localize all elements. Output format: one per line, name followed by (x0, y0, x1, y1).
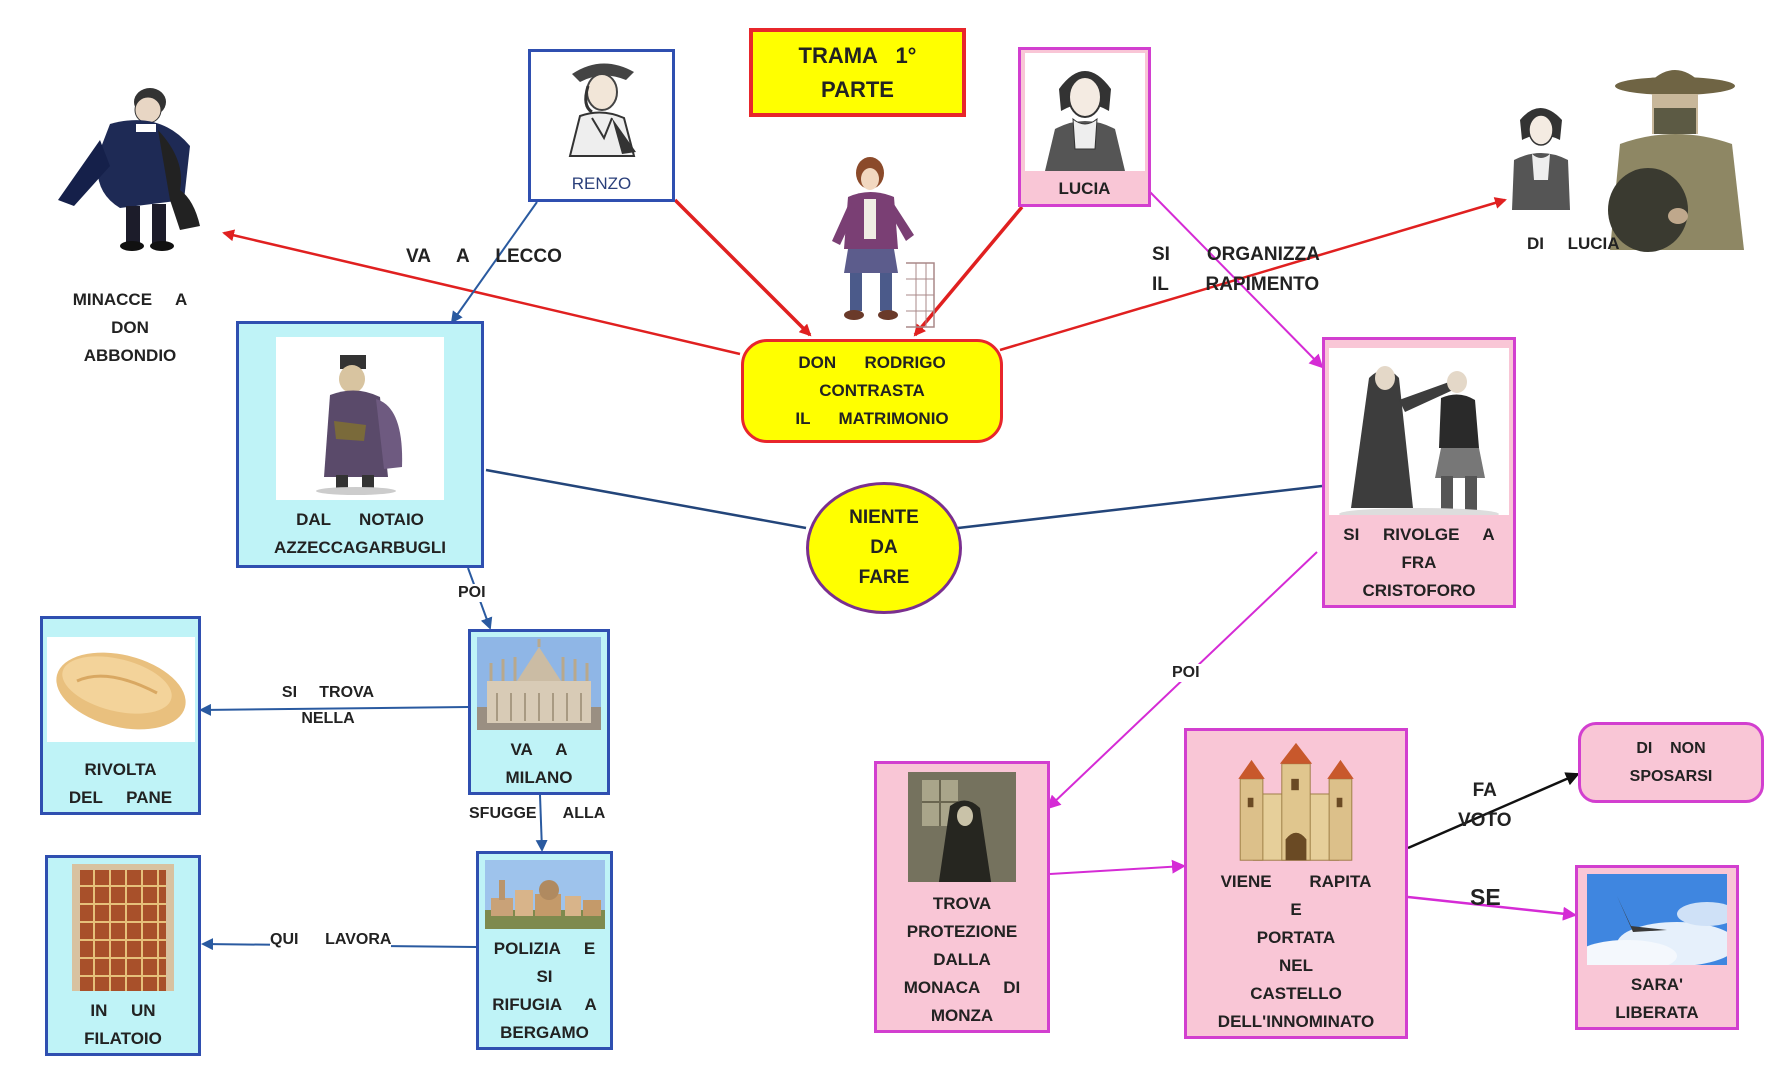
label-qui-lavora: QUI LAVORA (270, 931, 392, 949)
bergamo-picture (484, 860, 605, 929)
duomo-milano-icon (477, 639, 601, 730)
renzo-portrait-icon (568, 63, 636, 157)
pane-node: RIVOLTA DEL PANE (40, 616, 201, 815)
innominato-node: VIENE RAPITA E PORTATA NEL CASTELLO DELL… (1184, 728, 1408, 1039)
label-organizza-rapimento: SI ORGANIZZA IL RAPIMENTO (1152, 244, 1320, 295)
renzo-box: RENZO (528, 49, 675, 202)
line-notaio-to-hub (485, 468, 807, 530)
lucia-portrait-icon (1044, 71, 1125, 171)
label-sfugge-alla: SFUGGE ALLA (469, 805, 606, 822)
title-line1: TRAMA 1° (798, 42, 917, 68)
friar-and-noble-icon (1339, 366, 1499, 515)
don-abbondio-caption: MINACCE A DON ABBONDIO (72, 290, 188, 365)
arrow-lucia-to-center (913, 205, 1024, 337)
label-poi-left: POI (456, 584, 488, 602)
liberata-label: SARA' LIBERATA (1615, 975, 1699, 1022)
bergamo-node: POLIZIA E SI RIFUGIA A BERGAMO (476, 851, 613, 1050)
bird-in-sky-icon (1587, 874, 1727, 965)
label-si-trova-nella: SI TROVA NELLA (281, 684, 375, 727)
lawyer-figure-icon (316, 355, 403, 495)
pane-picture (46, 637, 195, 742)
non-sposarsi-label: DI NON SPOSARSI (1629, 739, 1713, 785)
innominato-label: VIENE RAPITA E PORTATA NEL CASTELLO DELL… (1217, 872, 1375, 1031)
niente-da-fare-label: NIENTE DA FARE (849, 507, 919, 588)
monaca-picture (908, 772, 1016, 882)
arrow-monaca-to-innominato (1049, 859, 1186, 875)
milano-picture (477, 637, 601, 730)
cristoforo-node: SI RIVOLGE A FRA CRISTOFORO (1322, 337, 1516, 608)
arrow-milano-to-pane (199, 703, 469, 716)
arrow-innominato-to-voto (1407, 772, 1580, 850)
filatoio-picture (72, 864, 174, 991)
bergamo-label: POLIZIA E SI RIFUGIA A BERGAMO (492, 939, 597, 1042)
label-va-a-lecco: VA A LECCO (406, 246, 562, 267)
castle-icon (1238, 742, 1354, 861)
liberata-node: SARA' LIBERATA (1575, 865, 1739, 1030)
don-abbondio-figure-icon (58, 88, 200, 251)
monaca-node: TROVA PROTEZIONE DALLA MONACA DI MONZA (874, 761, 1050, 1033)
renzo-label: RENZO (571, 174, 632, 193)
nun-figure-icon (908, 772, 1016, 882)
azzeccagarbugli-picture (276, 337, 444, 500)
spinning-mill-icon (80, 870, 166, 991)
monaca-label: TROVA PROTEZIONE DALLA MONACA DI MONZA (903, 894, 1021, 1025)
arrow-center-to-abbondio (222, 229, 741, 356)
bread-icon (55, 652, 186, 730)
liberata-picture (1587, 874, 1727, 965)
arrow-milano-to-bergamo (535, 794, 548, 852)
niente-da-fare-node: NIENTE DA FARE (806, 482, 962, 614)
cristoforo-picture (1329, 348, 1509, 515)
kidnap-caption: DI LUCIA (1527, 234, 1620, 253)
title-box: TRAMA 1° PARTE (749, 28, 966, 117)
lucia-box: LUCIA (1018, 47, 1151, 207)
label-poi-right: POI (1170, 664, 1202, 682)
don-rodrigo-label: DON RODRIGO CONTRASTA IL MATRIMONIO (795, 353, 949, 428)
milano-label: VA A MILANO (505, 740, 573, 787)
lucia-label: LUCIA (1058, 179, 1111, 198)
title-line2: PARTE (821, 76, 894, 102)
don-rodrigo-figure-icon (832, 157, 935, 328)
arrow-lucia-to-cristoforo (1149, 191, 1324, 369)
don-rodrigo-node: DON RODRIGO CONTRASTA IL MATRIMONIO (741, 339, 1003, 443)
filatoio-node: IN UN FILATOIO (45, 855, 201, 1056)
non-sposarsi-node: DI NON SPOSARSI (1578, 722, 1764, 803)
azzeccagarbugli-node: DAL NOTAIO AZZECCAGARBUGLI (236, 321, 484, 568)
arrow-innominato-to-liberata (1407, 895, 1577, 921)
arrow-center-to-kidnap (999, 197, 1507, 352)
milano-node: VA A MILANO (468, 629, 610, 795)
azzeccagarbugli-label: DAL NOTAIO AZZECCAGARBUGLI (274, 510, 446, 557)
arrow-renzo-to-notaio (450, 201, 538, 324)
cristoforo-label: SI RIVOLGE A FRA CRISTOFORO (1343, 525, 1495, 600)
pane-label: RIVOLTA DEL PANE (68, 760, 173, 807)
kidnapper-illustration-icon (1512, 70, 1744, 252)
label-fa-voto: FA VOTO (1458, 780, 1512, 831)
bergamo-city-icon (484, 880, 605, 929)
filatoio-label: IN UN FILATOIO (84, 1001, 162, 1048)
arrow-renzo-to-center (673, 198, 812, 337)
label-se: SE (1470, 884, 1501, 910)
line-hub-to-cristoforo (957, 484, 1323, 530)
lucia-picture (1024, 53, 1145, 171)
